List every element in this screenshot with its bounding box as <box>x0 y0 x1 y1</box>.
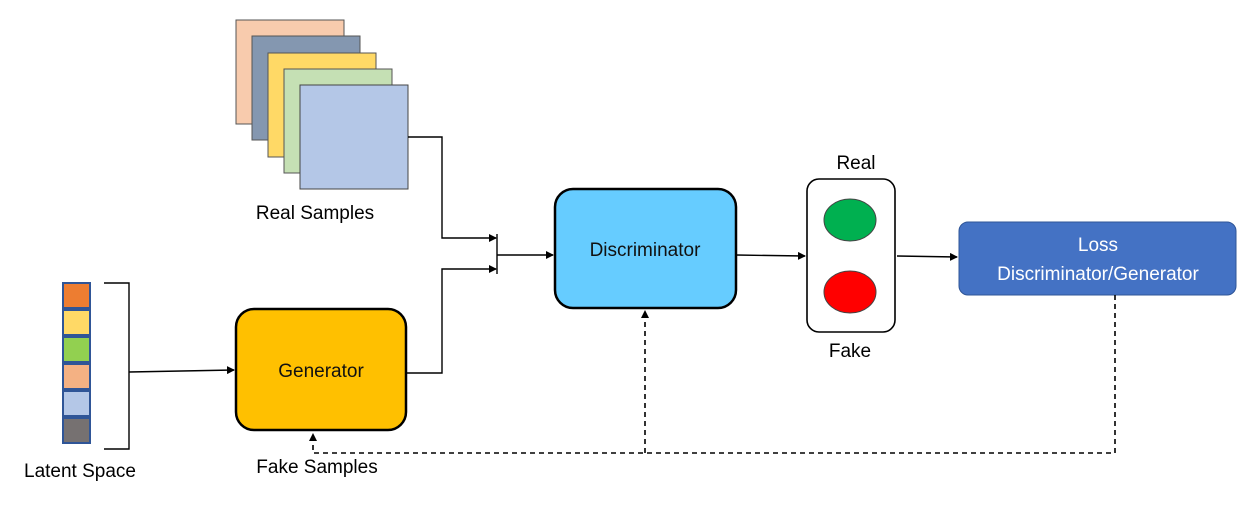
latent-cell-5 <box>62 390 91 417</box>
loss-label-line1: Loss <box>1078 235 1118 256</box>
latent-cell-1 <box>62 282 91 309</box>
fake-label: Fake <box>829 341 871 362</box>
loss-label-line2: Discriminator/Generator <box>997 264 1199 285</box>
real-light <box>823 198 877 242</box>
real-samples-stack <box>235 19 409 190</box>
discriminator-box <box>553 187 738 310</box>
latent-cell-6 <box>62 417 91 444</box>
generator-label: Generator <box>278 361 364 382</box>
arrow-output-to-loss <box>896 252 958 261</box>
latent-cell-2 <box>62 309 91 336</box>
arrow-generator-to-merge <box>406 265 497 374</box>
feedback-line <box>309 295 1116 454</box>
real-samples-label: Real Samples <box>256 203 374 224</box>
discriminator-label: Discriminator <box>590 240 702 261</box>
real-label: Real <box>836 153 875 174</box>
sample-card-5 <box>299 84 409 190</box>
generator-box <box>234 307 408 432</box>
arrow-discriminator-to-output <box>735 251 806 260</box>
latent-cell-4 <box>62 363 91 390</box>
loss-box <box>958 221 1237 296</box>
latent-cell-3 <box>62 336 91 363</box>
latent-bracket <box>104 282 130 450</box>
latent-space-vector <box>62 282 91 444</box>
arrow-real-to-merge <box>408 136 497 242</box>
fake-light <box>823 270 877 314</box>
arrow-latent-to-generator <box>128 366 235 375</box>
fake-samples-label: Fake Samples <box>256 457 377 478</box>
latent-space-label: Latent Space <box>24 461 136 482</box>
